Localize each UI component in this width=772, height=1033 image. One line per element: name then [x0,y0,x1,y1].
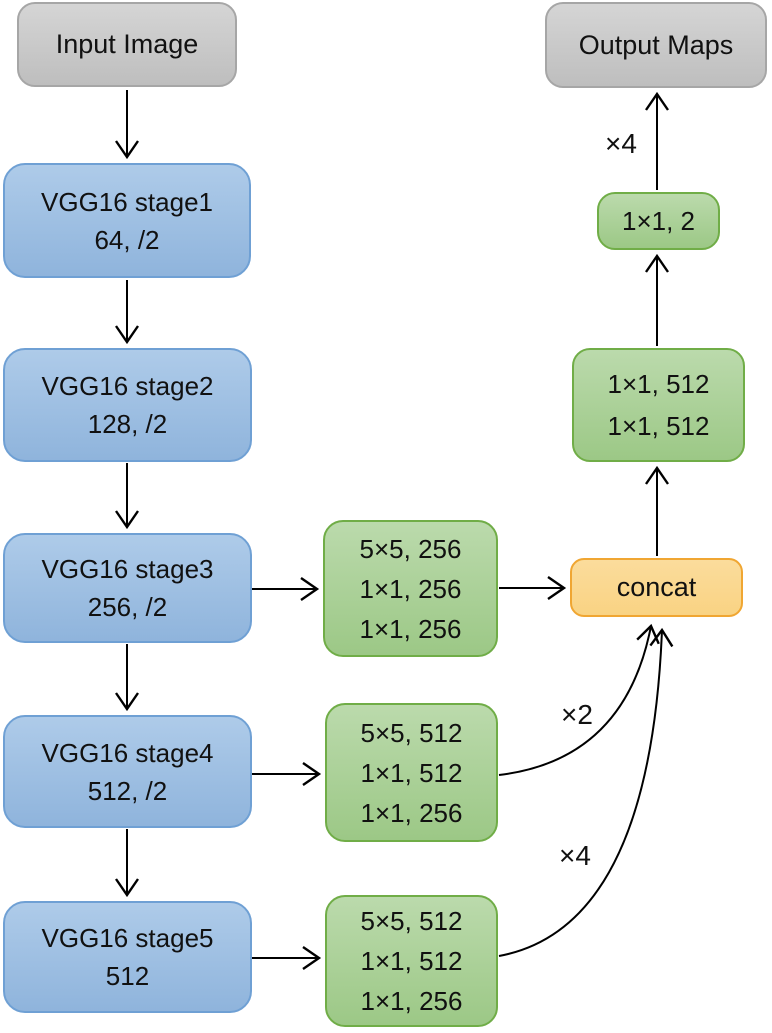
branch3-conv3: 1×1, 256 [359,613,462,644]
stage3-name: VGG16 stage3 [41,554,214,584]
fuse-conv1: 1×1, 512 [607,369,710,399]
stage5-spec: 512 [105,961,150,991]
branch3-conv2: 1×1, 256 [359,573,462,604]
stage2-name: VGG16 stage2 [41,371,214,401]
edge-label-output-upsample: ×4 [605,128,637,159]
edge-branch5-concat [498,627,674,957]
node-cls-1x1-2: 1×1, 2 [597,192,720,250]
concat-label: concat [616,572,697,602]
edge-branch4-concat [498,623,660,776]
edge-label-branch5-upsample: ×4 [559,840,591,871]
branch3-conv1: 5×5, 256 [359,533,462,564]
node-input-image: Input Image [17,2,237,87]
edge-label-branch4-upsample: ×2 [561,699,593,730]
cls-label: 1×1, 2 [621,206,695,236]
stage2-spec: 128, /2 [87,409,168,439]
stage4-name: VGG16 stage4 [41,737,214,768]
node-vgg16-stage3: VGG16 stage3 256, /2 [3,533,252,643]
node-input-image-label: Input Image [55,29,199,59]
stage4-spec: 512, /2 [87,775,168,806]
node-vgg16-stage4: VGG16 stage4 512, /2 [3,715,252,828]
branch5-conv2: 1×1, 512 [360,946,463,976]
branch4-conv3: 1×1, 256 [360,797,463,828]
node-branch-stage3: 5×5, 256 1×1, 256 1×1, 256 [323,520,498,657]
stage1-spec: 64, /2 [94,224,160,255]
node-output-maps-label: Output Maps [578,29,734,60]
node-branch-stage5: 5×5, 512 1×1, 512 1×1, 256 [325,895,498,1027]
node-branch-stage4: 5×5, 512 1×1, 512 1×1, 256 [325,703,498,842]
stage5-name: VGG16 stage5 [41,923,214,953]
stage1-name: VGG16 stage1 [41,186,213,217]
stage3-spec: 256, /2 [87,592,168,622]
node-fuse-1x1-512: 1×1, 512 1×1, 512 [572,348,745,462]
node-vgg16-stage2: VGG16 stage2 128, /2 [3,348,252,462]
node-concat: concat [570,558,743,617]
branch4-conv2: 1×1, 512 [360,757,463,788]
node-output-maps: Output Maps [545,2,767,88]
node-vgg16-stage5: VGG16 stage5 512 [3,901,252,1013]
branch5-conv3: 1×1, 256 [360,986,463,1016]
node-vgg16-stage1: VGG16 stage1 64, /2 [3,163,251,278]
branch5-conv1: 5×5, 512 [360,906,463,936]
fuse-conv2: 1×1, 512 [607,411,710,441]
branch4-conv1: 5×5, 512 [360,717,463,748]
